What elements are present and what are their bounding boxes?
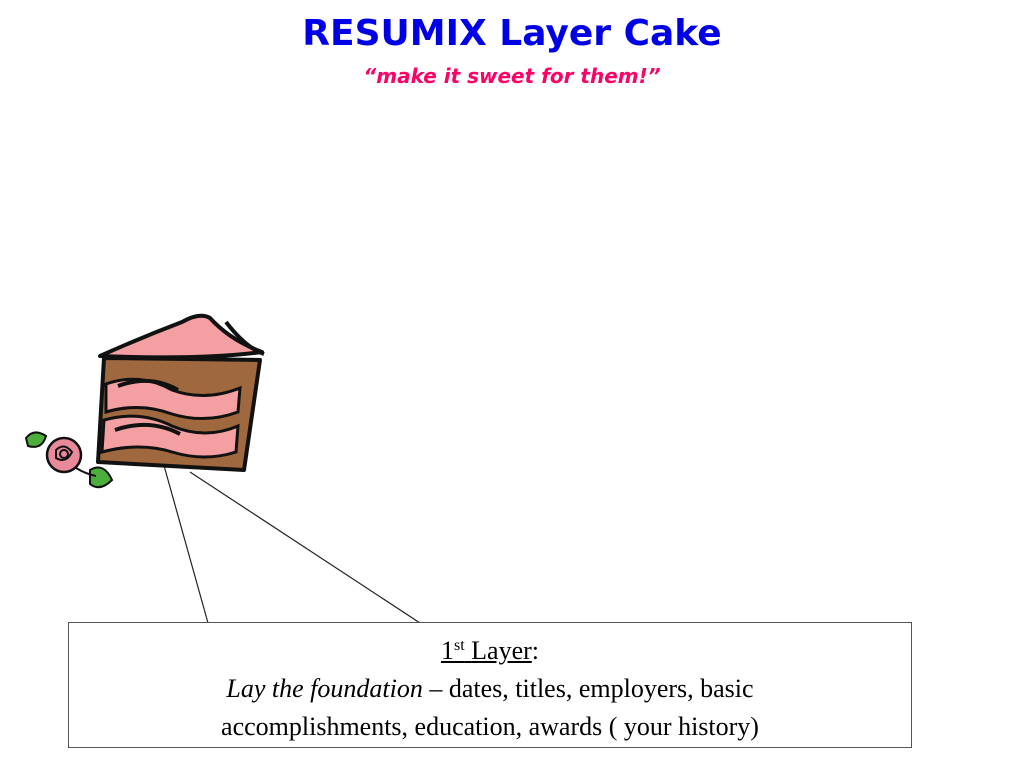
layer-dash: –: [422, 674, 449, 703]
layer-number: 1: [440, 636, 454, 665]
layer-colon: :: [531, 636, 540, 665]
slide-subtitle: “make it sweet for them!”: [363, 64, 661, 88]
layer-word: Layer: [471, 636, 532, 665]
layer-callout-box: 1st Layer: Lay the foundation – dates, t…: [68, 622, 912, 748]
rose-icon: [24, 431, 114, 489]
cake-slice-icon: [96, 313, 265, 472]
layer-heading: 1st Layer:: [69, 632, 911, 670]
layer-ordinal-suffix: st: [453, 637, 465, 654]
layer-description-line-1: Lay the foundation – dates, titles, empl…: [69, 670, 911, 708]
layer-description-line-2: accomplishments, education, awards ( you…: [221, 712, 759, 741]
callout-pointer: [162, 461, 421, 624]
layer-text-1: dates, titles, employers, basic: [448, 674, 754, 703]
layer-italic-lead: Lay the foundation: [226, 674, 423, 703]
slide-title: RESUMIX Layer Cake: [302, 13, 722, 54]
